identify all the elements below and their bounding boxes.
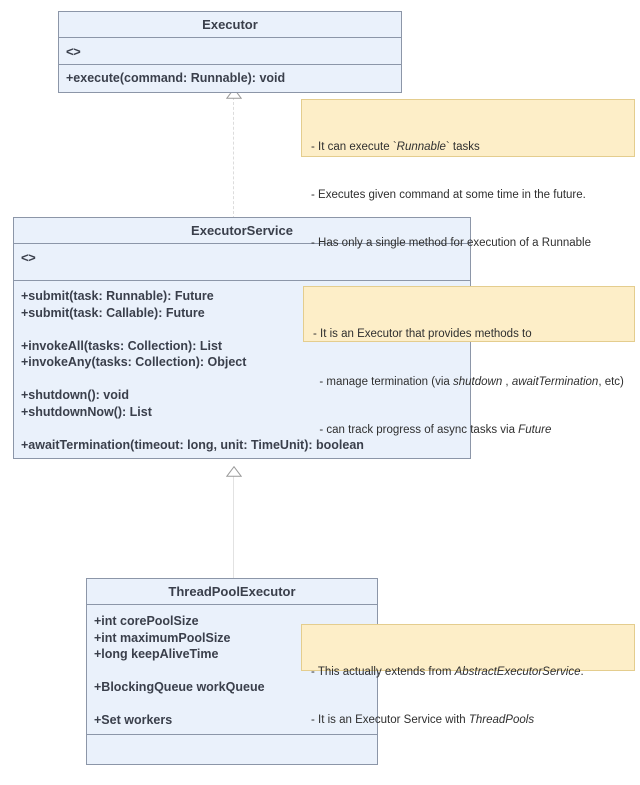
connector-executorservice-to-executor	[233, 97, 234, 219]
connector-threadpoolexecutor-to-executorservice	[233, 476, 234, 579]
class-stereotype-compartment-executor: <>	[59, 37, 401, 64]
note-executorservice-line-2: - manage termination (via shutdown , awa…	[313, 376, 624, 388]
stereotype-label-executor: <>	[66, 44, 81, 59]
note-executor-line-3: - Has only a single method for execution…	[311, 237, 591, 249]
class-box-threadpoolexecutor[interactable]: ThreadPoolExecutor +int corePoolSize +in…	[86, 578, 378, 765]
stereotype-label-executorservice: <>	[21, 250, 36, 265]
note-executorservice: - It is an Executor that provides method…	[303, 286, 635, 436]
note-threadpoolexecutor-line-1: - This actually extends from AbstractExe…	[311, 666, 584, 678]
note-executor-line-2: - Executes given command at some time in…	[311, 189, 586, 201]
note-executor-line-1: - It can execute `Runnable` tasks	[311, 141, 480, 153]
class-attributes-threadpoolexecutor: +int corePoolSize +int maximumPoolSize +…	[87, 604, 377, 734]
note-threadpoolexecutor-line-2: - It is an Executor Service with ThreadP…	[311, 714, 535, 726]
class-title-executor: Executor	[202, 17, 258, 32]
class-members-executor: +execute(command: Runnable): void	[59, 64, 401, 92]
class-members-executorservice: +submit(task: Runnable): Future +submit(…	[14, 280, 470, 458]
class-title-threadpoolexecutor: ThreadPoolExecutor	[168, 584, 296, 599]
inheritance-triangle-icon-executorservice	[226, 466, 242, 477]
note-threadpoolexecutor: - This actually extends from AbstractExe…	[301, 624, 635, 726]
inheritance-triangle-icon-executor	[226, 88, 242, 99]
class-operations-threadpoolexecutor	[87, 734, 377, 764]
class-box-executor[interactable]: Executor <> +execute(command: Runnable):…	[58, 11, 402, 93]
class-title-executorservice: ExecutorService	[191, 223, 293, 238]
note-executor: - It can execute `Runnable` tasks - Exec…	[301, 99, 635, 249]
note-executorservice-line-3: - can track progress of async tasks via …	[313, 424, 552, 436]
note-executorservice-line-1: - It is an Executor that provides method…	[313, 328, 532, 340]
class-stereotype-compartment-executorservice: <>	[14, 243, 470, 280]
